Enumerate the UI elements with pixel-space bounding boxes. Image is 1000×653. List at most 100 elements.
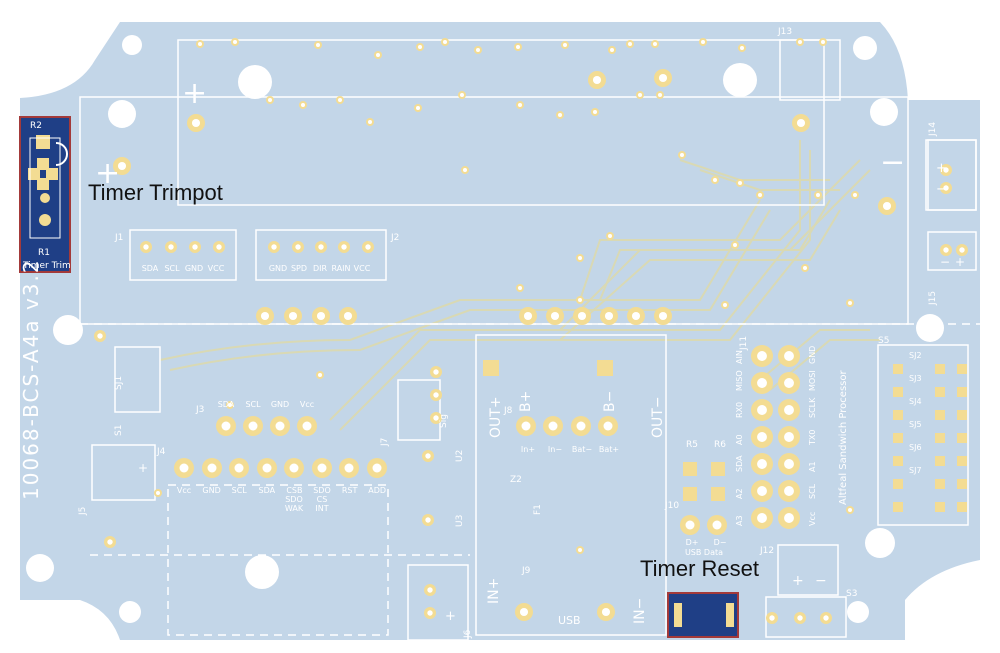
j11-pad-hole xyxy=(784,378,794,388)
j1-pad-hole xyxy=(216,244,222,250)
label-out-minus: OUT− xyxy=(650,396,666,438)
mount-hole-tl xyxy=(238,65,272,99)
label-r2: R2 xyxy=(30,121,42,131)
via-hole xyxy=(460,93,464,97)
label-version: 10068-BCS-A4a v3.2 xyxy=(19,258,43,500)
j1-pad-hole xyxy=(192,244,198,250)
label-j12: J12 xyxy=(759,546,774,556)
label-j9: J9 xyxy=(521,566,531,576)
header-pad-hole xyxy=(577,311,587,321)
via-hole xyxy=(518,103,522,107)
via-hole xyxy=(228,403,232,407)
header-pad-hole xyxy=(316,311,326,321)
j3-pin-label: Vcc xyxy=(300,400,314,409)
sj-pad xyxy=(935,387,945,397)
j4-sub-label: SDO xyxy=(285,495,303,504)
sj-pad xyxy=(893,456,903,466)
j11-left-label: RX0 xyxy=(735,402,744,418)
j11-right-label: SCLK xyxy=(808,397,817,418)
big-pad-hole xyxy=(796,118,806,128)
label-j15: J15 xyxy=(928,291,938,306)
j4-pad-hole xyxy=(207,463,217,473)
small-pad-hole xyxy=(943,185,949,191)
label-b-minus: B− xyxy=(602,391,618,412)
big-pad-hole xyxy=(658,73,668,83)
j1-pad-hole xyxy=(168,244,174,250)
label-j12-minus: − xyxy=(815,573,827,589)
j4-pin-label: SDO xyxy=(313,486,331,495)
big-pad-hole xyxy=(191,118,201,128)
header-pad-hole xyxy=(523,311,533,321)
callout-timer-trimpot: Timer Trimpot xyxy=(88,180,223,205)
label-f1: F1 xyxy=(533,504,543,515)
j8-pad-hole xyxy=(548,421,558,431)
label-j4: J4 xyxy=(156,447,166,457)
header-pad-hole xyxy=(631,311,641,321)
label-j11: J11 xyxy=(739,336,749,351)
label-z2: Z2 xyxy=(510,475,522,485)
label-s3: S3 xyxy=(846,589,857,599)
mount-hole-small-8 xyxy=(865,528,895,558)
small-pad-hole xyxy=(433,369,439,375)
j3-pad-hole xyxy=(275,421,285,431)
mount-hole-small-3 xyxy=(108,100,136,128)
via-hole xyxy=(368,120,372,124)
label-j6-plus: + xyxy=(445,609,456,624)
j10-pad-hole xyxy=(685,520,695,530)
sj-label: SJ4 xyxy=(909,397,922,406)
big-pad-hole xyxy=(601,607,611,617)
big-pad-hole xyxy=(117,161,127,171)
small-pad-hole xyxy=(427,610,433,616)
label-sig: Sig xyxy=(439,414,449,428)
label-j5: J5 xyxy=(78,507,88,516)
j10-pin-label: D− xyxy=(714,538,727,547)
label-j6: J6 xyxy=(463,629,473,639)
j4-pin-label: Vcc xyxy=(177,486,191,495)
j4-pad-hole xyxy=(262,463,272,473)
j1-pin-label: SCL xyxy=(164,264,180,273)
label-j14-minus: − xyxy=(936,182,947,197)
small-pad-hole xyxy=(425,453,431,459)
sj-pad xyxy=(935,479,945,489)
j11-left-label: SDA xyxy=(735,455,744,472)
j4-pad-hole xyxy=(317,463,327,473)
sj-pad xyxy=(935,364,945,374)
j11-left-label: A0 xyxy=(735,434,744,445)
j2-pad-hole xyxy=(365,244,371,250)
j11-pad-hole xyxy=(784,513,794,523)
j3-pad-hole xyxy=(302,421,312,431)
j8-pad-hole xyxy=(576,421,586,431)
j4-pad-hole xyxy=(344,463,354,473)
via-hole xyxy=(608,234,612,238)
label-sj1: SJ1 xyxy=(114,376,124,390)
r-pad xyxy=(711,462,725,476)
via-hole xyxy=(268,98,272,102)
via-hole xyxy=(713,178,717,182)
sj-pad xyxy=(935,410,945,420)
j4-pin-label: ADD xyxy=(368,486,386,495)
j10-sub-label: USB Data xyxy=(685,548,723,557)
sj-pad xyxy=(893,479,903,489)
mount-hole-small-7 xyxy=(26,554,54,582)
j2-pin-label: RAIN xyxy=(331,264,350,273)
j11-left-label: A2 xyxy=(735,488,744,499)
j11-left-label: AIN xyxy=(735,350,744,364)
sj-pad xyxy=(893,387,903,397)
j8-pad-hole xyxy=(521,421,531,431)
via-hole xyxy=(821,40,825,44)
header-pad-hole xyxy=(288,311,298,321)
j4-pin-label: GND xyxy=(202,486,220,495)
small-pad-hole xyxy=(433,392,439,398)
via-hole xyxy=(738,181,742,185)
via-hole xyxy=(578,298,582,302)
label-j14: J14 xyxy=(928,122,938,137)
j11-pad-hole xyxy=(757,405,767,415)
label-u3: U3 xyxy=(455,515,465,527)
j11-right-label: MOSI xyxy=(808,370,817,391)
j4-pad-hole xyxy=(372,463,382,473)
label-j12-plus: + xyxy=(792,573,804,589)
label-j2: J2 xyxy=(390,233,399,243)
